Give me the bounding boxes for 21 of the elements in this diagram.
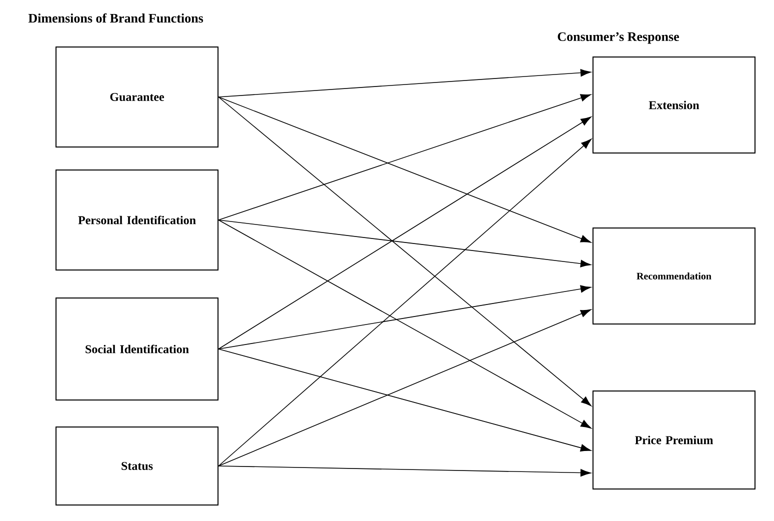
arrow	[218, 285, 592, 350]
arrow	[218, 116, 592, 350]
box: Social Identification	[56, 298, 218, 400]
box: Status	[56, 426, 218, 506]
arrow	[218, 96, 592, 243]
heading: Consumer’s Response	[558, 32, 679, 44]
box: Price Premium	[592, 390, 756, 490]
arrow	[218, 220, 592, 268]
arrow	[218, 138, 592, 466]
arrow	[218, 348, 592, 452]
heading: Dimensions of Brand Functions	[28, 13, 204, 23]
arrow	[218, 69, 592, 98]
box: Recommendation	[592, 228, 756, 324]
box: Extension	[592, 56, 756, 154]
arrow	[218, 220, 592, 428]
box: Guarantee	[56, 46, 218, 148]
box: Personal Identification	[56, 170, 218, 270]
arrow	[218, 96, 592, 406]
arrow	[218, 94, 592, 220]
arrow	[218, 309, 592, 466]
arrow	[218, 466, 592, 477]
